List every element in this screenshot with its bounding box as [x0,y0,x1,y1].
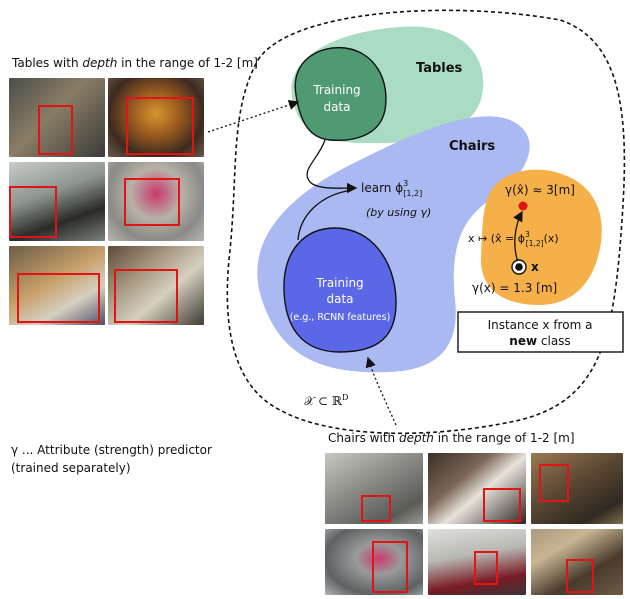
mapping-arrow [513,210,523,263]
chair-bbox-5 [474,551,498,585]
table-bbox-6 [114,269,178,323]
chair-photo-4 [325,529,423,595]
chair-bbox-4 [372,541,408,593]
learn-text: learn ϕ3[1,2] [361,179,422,198]
table-photo-6 [108,246,204,325]
feature-space-boundary [226,9,626,435]
training-data-bottom-line3: (e.g., RCNN features) [290,312,391,323]
chairs-label: Chairs [449,139,495,154]
chairs-link-arrow [365,356,397,426]
instance-box [457,311,624,353]
training-data-bottom-blob [283,227,397,353]
learn-arrow-bottom [297,189,353,241]
predictor-note-line2: (trained separately) [11,461,131,475]
table-bbox-2 [126,97,194,155]
new-class-region [480,169,602,305]
gamma-x-text: γ(x) = 1.3 [m] [472,281,557,295]
chair-photo-1 [325,453,423,524]
chair-bbox-2 [483,488,521,522]
chairs-caption: Chairs with depth in the range of 1-2 [m… [328,431,575,445]
predictor-note-line1: γ ... Attribute (strength) predictor [11,443,212,457]
table-photo-4 [108,162,204,241]
chair-bbox-6 [566,559,594,593]
tables-link-arrow [207,99,300,133]
tables-caption: Tables with depth in the range of 1-2 [m… [12,56,258,70]
table-photo-1 [9,78,105,157]
x-hat-point [518,201,528,211]
table-bbox-1 [38,105,73,155]
training-data-bottom-line2: data [326,292,353,306]
predictor-note: γ ... Attribute (strength) predictor (tr… [11,441,212,477]
mapping-text: x ↦ (x̂ = ϕ3[1,2](x) [468,230,559,248]
x-label: x [531,260,539,274]
gamma-hat-text: γ(x̂) ≈ 3[m] [505,183,575,197]
chair-photo-6 [531,529,623,595]
x-point [515,263,523,271]
space-label: 𝒳 ⊂ ℝD [304,393,348,408]
chair-bbox-3 [539,464,569,502]
chair-photo-2 [428,453,526,524]
table-bbox-5 [17,273,100,323]
tables-label: Tables [416,61,463,76]
training-data-top-blob [294,46,387,142]
chair-photo-5 [428,529,526,595]
table-photo-3 [9,162,105,241]
table-bbox-3 [9,186,57,238]
table-bbox-4 [124,178,180,226]
chair-bbox-1 [361,495,391,522]
chair-photo-3 [531,453,623,524]
training-data-bottom-line1: Training [315,276,363,290]
instance-line2: new class [509,334,570,348]
by-using-text: (by using γ) [366,206,431,219]
learn-arrow-top [306,139,358,194]
training-data-top-line1: Training [312,83,360,97]
table-photo-5 [9,246,105,325]
instance-line1: Instance x from a [488,318,593,332]
table-photo-2 [108,78,204,157]
training-data-top-line2: data [323,100,350,114]
